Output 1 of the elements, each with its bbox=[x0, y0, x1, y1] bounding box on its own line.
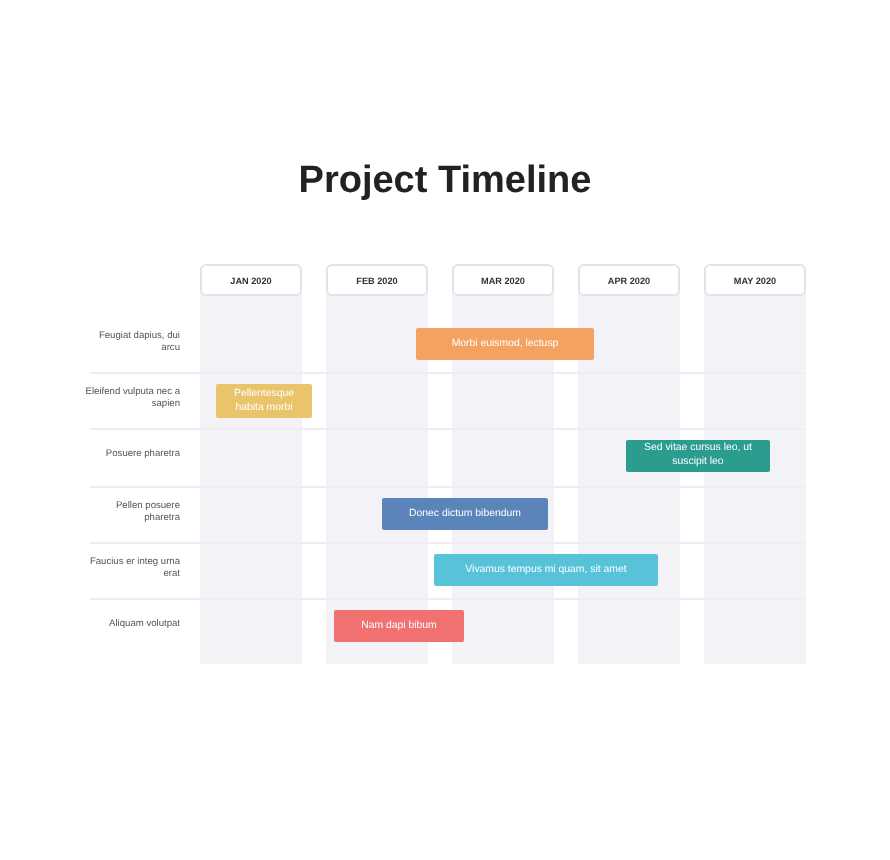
chart-title: Project Timeline bbox=[296, 160, 594, 204]
